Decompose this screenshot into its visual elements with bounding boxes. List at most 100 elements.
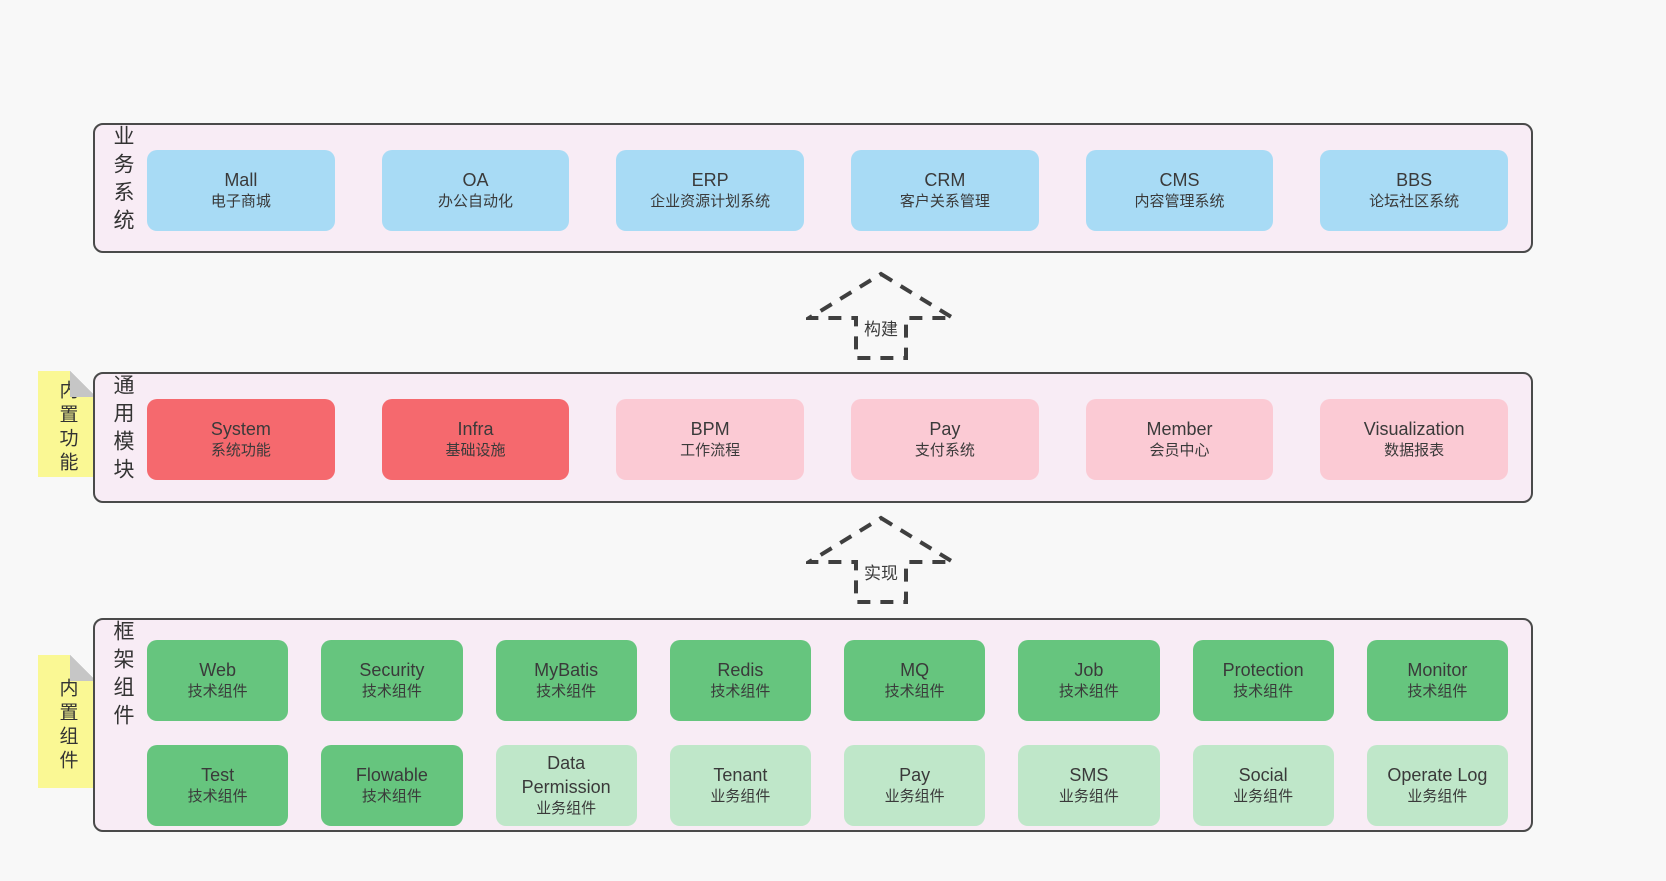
module-box: Flowable 技术组件 (321, 745, 463, 826)
module-name: Data Permission (521, 752, 611, 797)
module-name: ERP (691, 169, 729, 190)
module-description: 业务组件 (1058, 788, 1119, 806)
module-description: 系统功能 (210, 442, 271, 460)
module-box: SMS 业务组件 (1018, 745, 1160, 826)
layer-common-modules: 通用模块 System 系统功能 Infra 基础设施 BPM 工作流程 Pay… (93, 372, 1533, 503)
up-arrow-icon (806, 515, 956, 604)
module-name: Security (359, 659, 425, 680)
module-box: Data Permission 业务组件 (495, 745, 637, 826)
module-name: Flowable (355, 764, 428, 785)
module-box: Tenant 业务组件 (669, 745, 811, 826)
module-box: BBS 论坛社区系统 (1320, 150, 1508, 231)
arrow-label: 构建 (861, 314, 901, 341)
module-description: 客户关系管理 (899, 193, 990, 211)
module-box: Operate Log 业务组件 (1366, 745, 1508, 826)
module-name: MQ (900, 659, 930, 680)
sticky-note-label: 内置组件 (56, 677, 78, 774)
module-description: 技术组件 (536, 683, 597, 701)
sticky-note-builtin-components: 内置组件 (38, 655, 96, 788)
module-box: MQ 技术组件 (844, 640, 986, 721)
module-box: Redis 技术组件 (669, 640, 811, 721)
sticky-note-label: 内置功能 (56, 380, 78, 476)
layer-label: 框架组件 (111, 620, 134, 732)
module-name: Operate Log (1387, 764, 1488, 785)
module-box: ERP 企业资源计划系统 (616, 150, 804, 231)
module-description: 技术组件 (884, 683, 945, 701)
module-description: 技术组件 (710, 683, 771, 701)
module-description: 论坛社区系统 (1369, 193, 1460, 211)
business-boxes: Mall 电子商城 OA 办公自动化 ERP 企业资源计划系统 CRM 客户关系… (147, 150, 1508, 231)
module-name: Pay (899, 764, 931, 785)
arrow-label: 实现 (861, 558, 901, 585)
module-box: Security 技术组件 (321, 640, 463, 721)
module-name: BBS (1396, 169, 1433, 190)
module-box: Infra 基础设施 (381, 399, 570, 480)
module-name: Web (199, 659, 236, 680)
module-description: 技术组件 (361, 788, 422, 806)
module-description: 技术组件 (187, 788, 248, 806)
module-description: 会员中心 (1149, 442, 1210, 460)
module-name: Pay (929, 418, 961, 439)
module-box: System 系统功能 (147, 399, 335, 480)
module-box: BPM 工作流程 (616, 399, 804, 480)
module-box: Member 会员中心 (1085, 399, 1274, 480)
module-name: MyBatis (534, 659, 599, 680)
module-name: System (210, 418, 271, 439)
module-description: 业务组件 (710, 788, 771, 806)
module-name: Monitor (1407, 659, 1468, 680)
module-description: 技术组件 (1233, 683, 1294, 701)
module-box: OA 办公自动化 (381, 150, 570, 231)
module-box: Mall 电子商城 (147, 150, 335, 231)
module-name: Mall (224, 169, 258, 190)
module-name: CMS (1159, 169, 1200, 190)
implement-arrow: 实现 (806, 514, 956, 606)
module-description: 支付系统 (914, 442, 975, 460)
module-description: 电子商城 (210, 193, 271, 211)
folded-corner (70, 655, 96, 681)
module-box: Social 业务组件 (1192, 745, 1334, 826)
module-name: BPM (690, 418, 730, 439)
layer-label: 业务系统 (111, 125, 134, 237)
module-name: Tenant (713, 764, 768, 785)
module-name: CRM (924, 169, 966, 190)
module-box: Visualization 数据报表 (1320, 399, 1508, 480)
module-description: 技术组件 (361, 683, 422, 701)
module-description: 企业资源计划系统 (650, 193, 771, 211)
module-box: Pay 业务组件 (844, 745, 986, 826)
module-name: Redis (717, 659, 764, 680)
module-description: 技术组件 (1058, 683, 1119, 701)
module-box: Job 技术组件 (1018, 640, 1160, 721)
up-arrow-icon (806, 271, 956, 360)
module-name: Member (1146, 418, 1213, 439)
module-box: Test 技术组件 (147, 745, 289, 826)
module-box: Web 技术组件 (147, 640, 289, 721)
module-description: 技术组件 (1407, 683, 1468, 701)
module-description: 业务组件 (884, 788, 945, 806)
module-boxes: System 系统功能 Infra 基础设施 BPM 工作流程 Pay 支付系统… (147, 399, 1508, 480)
module-description: 办公自动化 (437, 193, 513, 211)
module-name: Job (1074, 659, 1104, 680)
module-box: Monitor 技术组件 (1366, 640, 1508, 721)
module-description: 业务组件 (536, 800, 597, 818)
folded-corner (70, 371, 96, 397)
module-name: Protection (1222, 659, 1304, 680)
module-name: Social (1238, 764, 1288, 785)
module-description: 基础设施 (445, 442, 506, 460)
framework-boxes: Web 技术组件 Security 技术组件 MyBatis 技术组件 Redi… (147, 640, 1508, 826)
module-name: Test (201, 764, 235, 785)
module-box: Pay 支付系统 (851, 399, 1039, 480)
module-description: 内容管理系统 (1134, 193, 1225, 211)
module-description: 业务组件 (1407, 788, 1468, 806)
module-box: Protection 技术组件 (1192, 640, 1334, 721)
module-box: CRM 客户关系管理 (851, 150, 1039, 231)
module-description: 数据报表 (1384, 442, 1445, 460)
layer-framework-components: 框架组件 Web 技术组件 Security 技术组件 MyBatis 技术组件… (93, 618, 1533, 832)
module-description: 工作流程 (680, 442, 741, 460)
build-arrow: 构建 (806, 270, 956, 362)
module-description: 业务组件 (1233, 788, 1294, 806)
module-name: Infra (457, 418, 494, 439)
sticky-note-builtin-features: 内置功能 (38, 371, 96, 477)
module-box: CMS 内容管理系统 (1085, 150, 1274, 231)
layer-business-systems: 业务系统 Mall 电子商城 OA 办公自动化 ERP 企业资源计划系统 CRM… (93, 123, 1533, 253)
